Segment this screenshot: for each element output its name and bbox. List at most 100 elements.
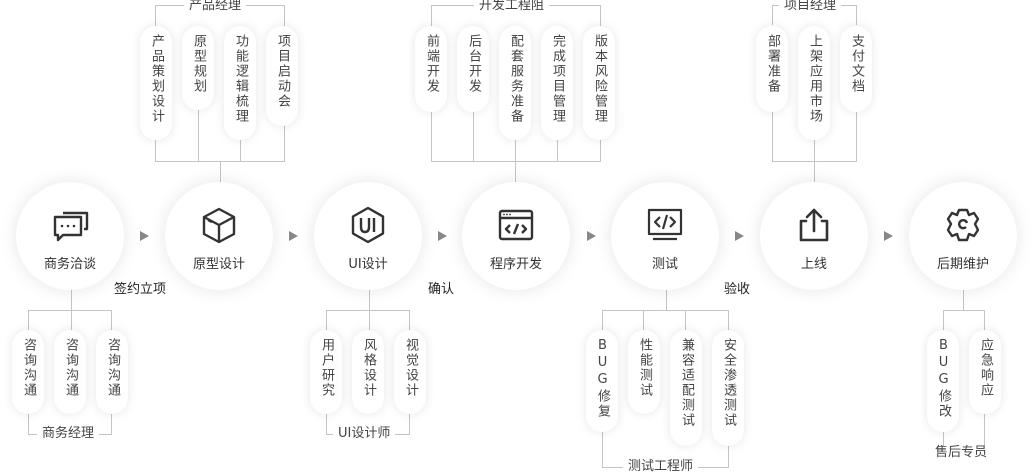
task-pill: 应急响应: [969, 330, 1001, 414]
connector: [666, 288, 667, 310]
task-pill: 完成项目管理: [541, 26, 573, 140]
task-pill: 原型规划: [182, 26, 214, 110]
role-label-business-manager: 商务经理: [37, 427, 100, 441]
connector: [515, 138, 516, 161]
connector: [198, 105, 199, 161]
stage-prototype-design: 原型设计: [165, 182, 273, 290]
connector: [856, 108, 857, 161]
task-pill: 项目启动会: [266, 26, 298, 126]
connector: [326, 412, 327, 434]
stage-label: 原型设计: [192, 256, 245, 272]
stage-maintenance: 后期维护: [909, 182, 1017, 290]
connector: [963, 288, 964, 310]
task-pill: 兼容适配测试: [670, 330, 702, 446]
arrow-right-icon: [289, 231, 298, 241]
stage-launch: 上线: [760, 182, 868, 290]
task-pill: 咨询沟通: [12, 330, 44, 414]
connector: [473, 108, 474, 161]
ui-hexagon-icon: [351, 206, 385, 243]
connector: [943, 310, 985, 311]
gear-icon: [946, 208, 980, 241]
task-pill: 视觉设计: [394, 330, 426, 414]
connector: [557, 138, 558, 161]
arrow-right-icon: [438, 231, 447, 241]
connector: [602, 430, 603, 467]
milestone-label: 确认: [428, 282, 455, 297]
task-pill: 部署准备: [756, 26, 788, 112]
connector: [220, 161, 221, 183]
connector: [284, 5, 285, 35]
connector: [814, 135, 815, 161]
role-label-project-manager: 项目经理: [779, 0, 842, 13]
connector: [984, 412, 985, 446]
task-pill: 性能测试: [628, 330, 660, 414]
role-label-after-sales: 售后专员: [930, 446, 993, 460]
connector: [772, 5, 773, 25]
connector: [240, 130, 241, 161]
connector: [111, 412, 112, 434]
task-pill: 用户研究: [310, 330, 342, 414]
connector: [28, 310, 112, 311]
code-monitor-icon: [647, 208, 683, 240]
task-pill: 前端开发: [415, 26, 447, 112]
connector: [28, 310, 29, 332]
stage-ui-design: UI设计: [314, 182, 422, 290]
arrow-right-icon: [884, 231, 893, 241]
arrow-right-icon: [587, 231, 596, 241]
arrow-right-icon: [735, 231, 744, 241]
connector: [431, 5, 432, 35]
connector: [984, 310, 985, 332]
role-label-dev-team: 开发工程阻: [474, 0, 550, 13]
task-pill: 后台开发: [457, 26, 489, 112]
code-window-icon: [498, 209, 534, 240]
connector: [643, 310, 644, 332]
task-pill: BUG修复: [586, 330, 618, 432]
connector: [71, 310, 72, 332]
connector: [369, 288, 370, 310]
connector: [856, 5, 857, 25]
connector: [409, 412, 410, 434]
role-label-ui-designer: UI设计师: [333, 427, 396, 441]
chat-bubbles-icon: [53, 211, 89, 241]
connector: [515, 161, 516, 183]
milestone-label: 签约立项: [114, 282, 167, 297]
connector: [600, 138, 601, 161]
task-pill: 功能逻辑梳理: [224, 26, 256, 140]
connector: [155, 130, 156, 161]
connector: [602, 310, 729, 311]
connector: [284, 120, 285, 161]
task-pill: 版本风险管理: [583, 26, 615, 140]
stage-label: UI设计: [348, 256, 388, 272]
connector: [602, 310, 603, 332]
task-pill: 咨询沟通: [54, 330, 86, 414]
connector: [28, 412, 29, 434]
task-pill: 咨询沟通: [96, 330, 128, 414]
milestone-label: 验收: [724, 282, 751, 297]
connector: [155, 5, 156, 35]
connector: [409, 310, 410, 332]
task-pill: 风格设计: [352, 330, 384, 414]
connector: [326, 310, 327, 332]
connector: [728, 445, 729, 467]
task-pill: BUG修改: [927, 330, 959, 432]
connector: [814, 161, 815, 183]
role-label-product-manager: 产品经理: [184, 0, 247, 13]
connector: [431, 108, 432, 161]
stage-testing: 测试: [611, 182, 719, 290]
connector: [369, 310, 370, 332]
connector: [728, 310, 729, 332]
stage-label: 测试: [651, 256, 678, 272]
stage-label: 程序开发: [489, 256, 542, 272]
box-icon: [202, 207, 236, 243]
task-pill: 上架应用市场: [798, 26, 830, 140]
connector: [431, 161, 601, 162]
role-label-test-engineer: 测试工程师: [623, 460, 699, 474]
arrow-right-icon: [140, 231, 149, 241]
stage-label: 上线: [800, 256, 827, 272]
upload-icon: [799, 208, 829, 241]
task-pill: 配套服务准备: [499, 26, 531, 140]
stage-development: 程序开发: [462, 182, 570, 290]
stage-label: 后期维护: [936, 256, 989, 272]
connector: [600, 5, 601, 35]
stage-label: 商务洽谈: [43, 256, 96, 272]
